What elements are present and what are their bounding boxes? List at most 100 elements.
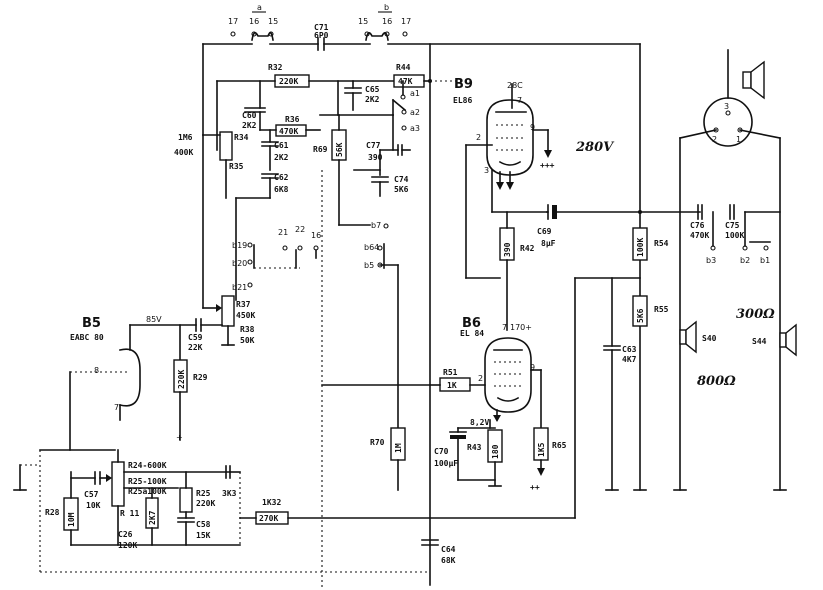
b9-plus: +++ (540, 161, 555, 170)
c64-label: C64 (441, 545, 456, 554)
impedance-300: 300Ω (736, 307, 775, 322)
switch-b5: b5 (364, 261, 374, 270)
switch-b20: b20 (232, 259, 247, 268)
b6-pin7: 7 (502, 323, 507, 332)
c57-label: C57 (84, 490, 99, 499)
r38-value: 50K (240, 336, 255, 345)
switch-b7: b7 (371, 221, 381, 230)
c3-value: 3K3 (222, 489, 237, 498)
pin-17-right: 17 (401, 17, 411, 26)
r11-label: R 11 (120, 509, 139, 518)
c69-value: 8μF (541, 239, 556, 248)
b6-name: B6 (462, 316, 481, 331)
r25b-label: R25a100K (128, 487, 167, 496)
c60-value: 2K2 (242, 121, 257, 130)
b5-name: B5 (82, 316, 101, 331)
r43-value: 180 (491, 444, 500, 459)
switch-a3: a3 (410, 124, 420, 133)
c62-label: C62 (274, 173, 289, 182)
c77-label: C77 (366, 141, 381, 150)
r38-label: R38 (240, 325, 255, 334)
c71-value: 6P0 (314, 31, 329, 40)
switch-21: 21 (278, 228, 288, 237)
r29-label: R29 (193, 373, 208, 382)
pin-17-left: 17 (228, 17, 238, 26)
c75-value: 100K (725, 231, 744, 240)
c62-value: 6K8 (274, 185, 289, 194)
c65-value: 2K2 (365, 95, 380, 104)
c26-value: 120K (118, 541, 137, 550)
b6-anode-voltage: 170+ (510, 323, 532, 332)
r25c-value: 220K (196, 499, 215, 508)
r55-value: 5K6 (636, 308, 645, 323)
r34-value2: 400K (174, 148, 193, 157)
pin-15-right: 15 (358, 17, 368, 26)
b9-name: B9 (454, 77, 473, 92)
c77-value: 390 (368, 153, 383, 162)
b9-envelope (486, 99, 534, 176)
c69-label: C69 (537, 227, 552, 236)
c63-value: 4K7 (622, 355, 637, 364)
b9-pin3: 3 (484, 166, 489, 175)
r62-label: 1K32 (262, 498, 281, 507)
s44-label: S44 (752, 337, 767, 346)
pin-16-right: 16 (382, 17, 392, 26)
voltage-8-2v: 8,2V (470, 418, 489, 427)
plus-b5: + (176, 433, 183, 442)
r35-label: R35 (229, 162, 244, 171)
r44-label: R44 (396, 63, 411, 72)
r32-label: R32 (268, 63, 283, 72)
c65-label: C65 (365, 85, 380, 94)
r36-label: R36 (285, 115, 300, 124)
r29-value: 220K (177, 370, 186, 389)
c71-label: C71 (314, 23, 329, 32)
r28-label: R28 (45, 508, 60, 517)
connector-a: a 17 16 15 (228, 3, 278, 41)
r70-value: 1M (394, 443, 403, 453)
r32-value: 220K (279, 77, 298, 86)
pin-15-left: 15 (268, 17, 278, 26)
c57-value: 10K (86, 501, 101, 510)
label-a: a (257, 3, 262, 12)
r42-label: R42 (520, 244, 535, 253)
r34-label: R34 (234, 133, 249, 142)
r37-value: 450K (236, 311, 255, 320)
r36-value: 470K (279, 127, 298, 136)
speaker-s40-icon (679, 320, 697, 354)
c70-value: 100μF (434, 459, 458, 468)
b5-type: EABC 80 (70, 333, 104, 342)
c58-label: C58 (196, 520, 211, 529)
switch-a1: a1 (410, 89, 420, 98)
r25-label: R25-100K (128, 477, 167, 486)
c26-label: C26 (118, 530, 133, 539)
switch-b2: b2 (740, 256, 750, 265)
b5-pin8: 8 (94, 366, 99, 375)
c74-label: C74 (394, 175, 409, 184)
c60-label: C60 (242, 111, 257, 120)
speaker-icon (742, 60, 765, 100)
switch-b21: b21 (232, 283, 247, 292)
voltage-85v: 85V (146, 315, 162, 324)
r69-value: 56K (335, 142, 344, 157)
b6-plus: ++ (530, 483, 540, 492)
pin-16-left: 16 (249, 17, 259, 26)
r69-label: R69 (313, 145, 328, 154)
connector-pin1: 1 (736, 135, 741, 144)
c75-label: C75 (725, 221, 740, 230)
switch-b64: b64 (364, 243, 379, 252)
b6-pin2: 2 (478, 374, 483, 383)
c74-value: 5K6 (394, 185, 409, 194)
r44-value: 47K (398, 77, 413, 86)
impedance-800: 800Ω (697, 374, 736, 389)
connector-b: b 15 16 17 (358, 3, 411, 41)
b5-pin7: 7 (114, 403, 119, 412)
voltage-280v: 280V (575, 140, 615, 155)
switch-b19: b19 (232, 241, 247, 250)
switch-16: 16 (311, 231, 321, 240)
r42-value: 390 (503, 242, 512, 257)
c58-value: 15K (196, 531, 211, 540)
b6-pin9: 9 (530, 363, 535, 372)
b9-pin2: 2 (476, 133, 481, 142)
r65-label: R65 (552, 441, 567, 450)
